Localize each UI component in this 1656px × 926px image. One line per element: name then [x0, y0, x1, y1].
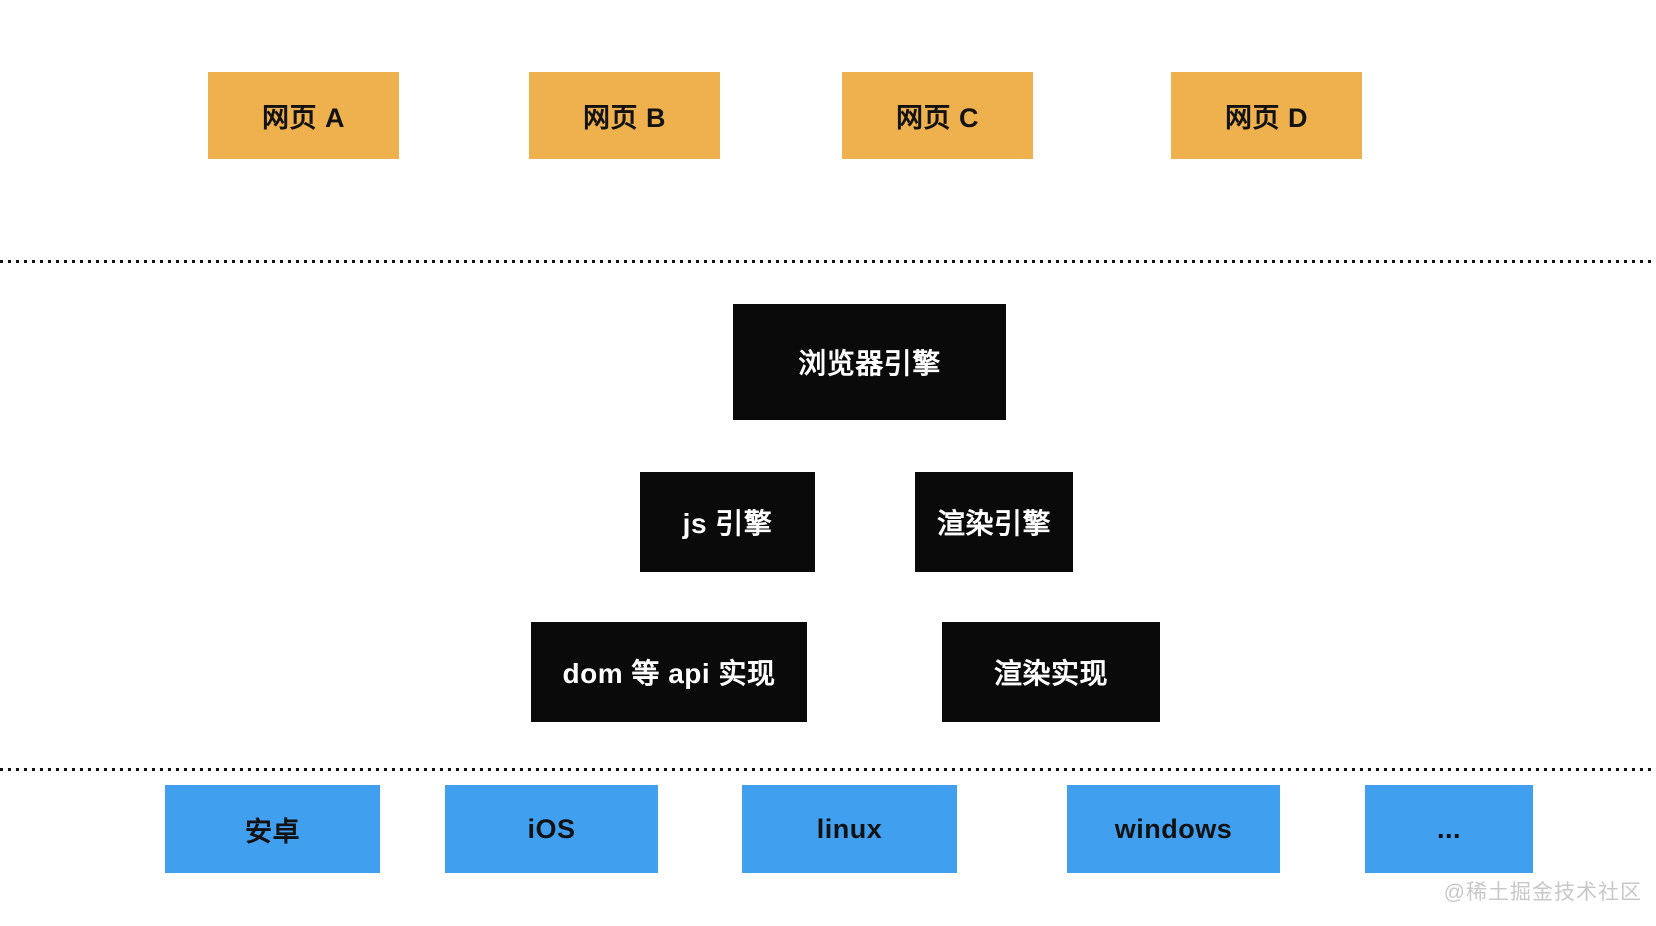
webpage-a-box: 网页 A [208, 72, 399, 159]
webpage-c-box: 网页 C [842, 72, 1033, 159]
platform-ellipsis-box: ... [1365, 785, 1533, 873]
platform-ios-box: iOS [445, 785, 658, 873]
dotted-separator-top [0, 260, 1656, 263]
platform-windows-box: windows [1067, 785, 1280, 873]
render-impl-box: 渲染实现 [942, 622, 1160, 722]
webpage-b-box: 网页 B [529, 72, 720, 159]
js-engine-box: js 引擎 [640, 472, 815, 572]
platform-linux-box: linux [742, 785, 957, 873]
platform-android-box: 安卓 [165, 785, 380, 873]
browser-engine-box: 浏览器引擎 [733, 304, 1006, 420]
dotted-separator-bottom [0, 768, 1656, 771]
watermark-text: @稀土掘金技术社区 [1443, 881, 1642, 904]
webpage-d-box: 网页 D [1171, 72, 1362, 159]
dom-api-impl-box: dom 等 api 实现 [531, 622, 807, 722]
render-engine-box: 渲染引擎 [915, 472, 1073, 572]
